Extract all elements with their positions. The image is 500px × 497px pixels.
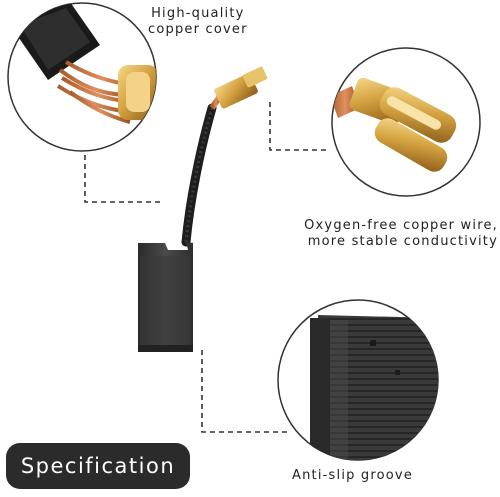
terminal-connector [214, 66, 268, 109]
zoom-grooves [277, 299, 439, 461]
specification-badge: Specification [6, 443, 190, 489]
connector-lines [84, 102, 330, 433]
zoom-terminal [331, 47, 481, 197]
carbon-brush [138, 66, 268, 352]
callout-anti-slip: Anti-slip groove [292, 468, 414, 483]
callout-copper-wire-line1: Oxygen-free copper wire, [304, 218, 498, 233]
callout-copper-cover-line2: copper cover [148, 22, 248, 37]
callout-copper-wire: Oxygen-free copper wire, more stable con… [304, 218, 498, 250]
callout-copper-cover: High-quality copper cover [148, 6, 248, 38]
zoom-copper-cover [7, 2, 157, 152]
callout-copper-cover-line1: High-quality [151, 6, 245, 21]
callout-copper-wire-line2: more stable conductivity [307, 234, 498, 249]
